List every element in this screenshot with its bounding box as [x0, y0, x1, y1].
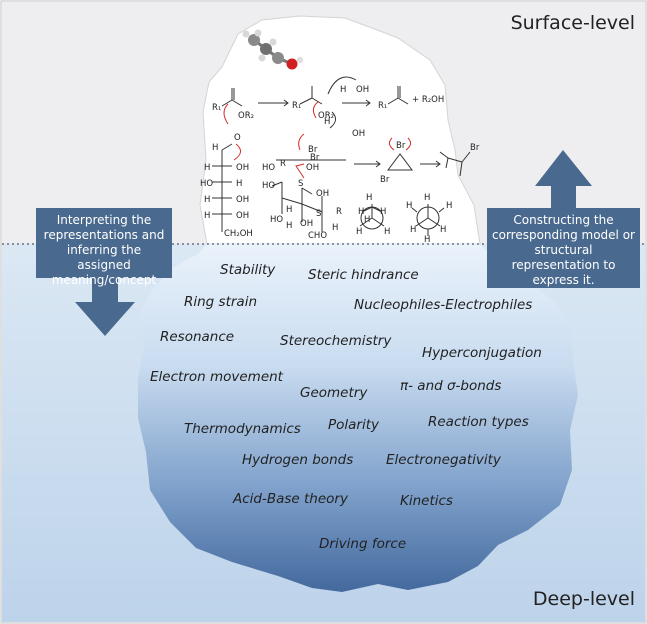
chair-label: H	[286, 221, 292, 231]
fischer-label: CH₂OH	[224, 229, 253, 239]
concept-electron-movement: Electron movement	[150, 369, 283, 385]
chair-label: HO	[262, 181, 275, 191]
mechanism-label: OR₂	[318, 111, 334, 121]
chair-label: H	[332, 223, 338, 233]
newman-label: H	[440, 225, 446, 235]
iceberg-tip	[199, 15, 481, 245]
fischer-projection	[212, 143, 241, 232]
fischer-label: OH	[236, 195, 249, 205]
molecule-3d	[242, 29, 304, 70]
chair-label: S	[316, 209, 321, 219]
chair-label: R	[336, 207, 342, 217]
chair-label: OH	[316, 189, 329, 199]
chair-label: OH	[306, 163, 319, 173]
down-arrow	[75, 270, 135, 336]
concept-acid-base-theory: Acid-Base theory	[233, 491, 348, 507]
chair-label: OH	[300, 219, 313, 229]
concept-driving-force: Driving force	[319, 536, 407, 552]
chair-conformation	[271, 133, 346, 232]
mechanism-label: OR₂	[238, 111, 254, 121]
concept-nucleophiles-electrophiles: Nucleophiles-Electrophiles	[354, 297, 533, 313]
newman-label: H	[406, 201, 412, 211]
up-arrow	[535, 150, 592, 211]
iceberg-body	[138, 244, 578, 592]
newman-label: H	[410, 225, 416, 235]
fischer-label: H	[204, 211, 210, 221]
mechanism-label: H	[340, 85, 346, 95]
mechanism-label: H	[324, 117, 330, 127]
concept-stability: Stability	[220, 262, 276, 278]
concept-geometry: Geometry	[300, 385, 368, 401]
mechanism-label: OH	[352, 129, 365, 139]
bromination-label: Br	[470, 143, 480, 153]
mechanism-label: R₁	[212, 103, 221, 113]
constructing-callout: Constructing the corresponding model or …	[487, 208, 640, 288]
concept-ring-strain: Ring strain	[184, 294, 258, 310]
concept-steric-hindrance: Steric hindrance	[308, 267, 419, 283]
chair-label: R	[280, 159, 286, 169]
newman-label: H	[424, 235, 430, 245]
fischer-label: H	[236, 179, 242, 189]
fischer-label: O	[234, 133, 241, 143]
newman-label: H	[384, 227, 390, 237]
deep-level-label: Deep-level	[532, 588, 635, 610]
concept-polarity: Polarity	[328, 417, 380, 433]
newman-label: H	[356, 227, 362, 237]
concept-reaction-types: Reaction types	[428, 414, 529, 430]
chair-label: CHO	[308, 231, 327, 241]
mechanism-label: + R₂OH	[412, 95, 444, 105]
chair-label: HO	[262, 163, 275, 173]
newman-label: H	[424, 193, 430, 203]
fischer-label: H	[204, 163, 210, 173]
fischer-label: OH	[236, 211, 249, 221]
newman-label: H	[364, 215, 370, 225]
newman-label: H	[380, 207, 386, 217]
chair-label: HO	[270, 215, 283, 225]
surface-level-label: Surface-level	[510, 12, 635, 34]
interpreting-callout: Interpreting the representations and inf…	[36, 208, 172, 287]
bromination-label: Br	[380, 175, 390, 185]
fischer-label: H	[212, 143, 218, 153]
concept-pi-sigma-bonds: π- and σ-bonds	[400, 378, 502, 394]
newman-label: H	[358, 207, 364, 217]
concept-resonance: Resonance	[160, 329, 235, 345]
bromonium-bromination	[354, 137, 471, 177]
bromination-label: Br	[396, 141, 406, 151]
newman-projections	[359, 204, 445, 236]
concept-kinetics: Kinetics	[400, 493, 453, 509]
fischer-label: OH	[236, 163, 249, 173]
newman-label: H	[366, 193, 372, 203]
bromination-label: Br	[310, 153, 320, 163]
mechanism-label: R₁	[378, 101, 387, 111]
ester-hydrolysis-mechanism	[221, 76, 409, 129]
concept-hyperconjugation: Hyperconjugation	[422, 345, 542, 361]
concept-thermodynamics: Thermodynamics	[184, 421, 301, 437]
fischer-label: HO	[200, 179, 213, 189]
newman-label: H	[446, 201, 452, 211]
concept-hydrogen-bonds: Hydrogen bonds	[242, 452, 354, 468]
mechanism-label: R₁	[292, 101, 301, 111]
mechanism-label: OH	[356, 85, 369, 95]
bromination-label: Br	[308, 145, 318, 155]
fischer-label: H	[204, 195, 210, 205]
concept-stereochemistry: Stereochemistry	[280, 333, 392, 349]
chair-label: S	[298, 179, 303, 189]
concept-electronegativity: Electronegativity	[386, 452, 501, 468]
chair-label: H	[286, 205, 292, 215]
